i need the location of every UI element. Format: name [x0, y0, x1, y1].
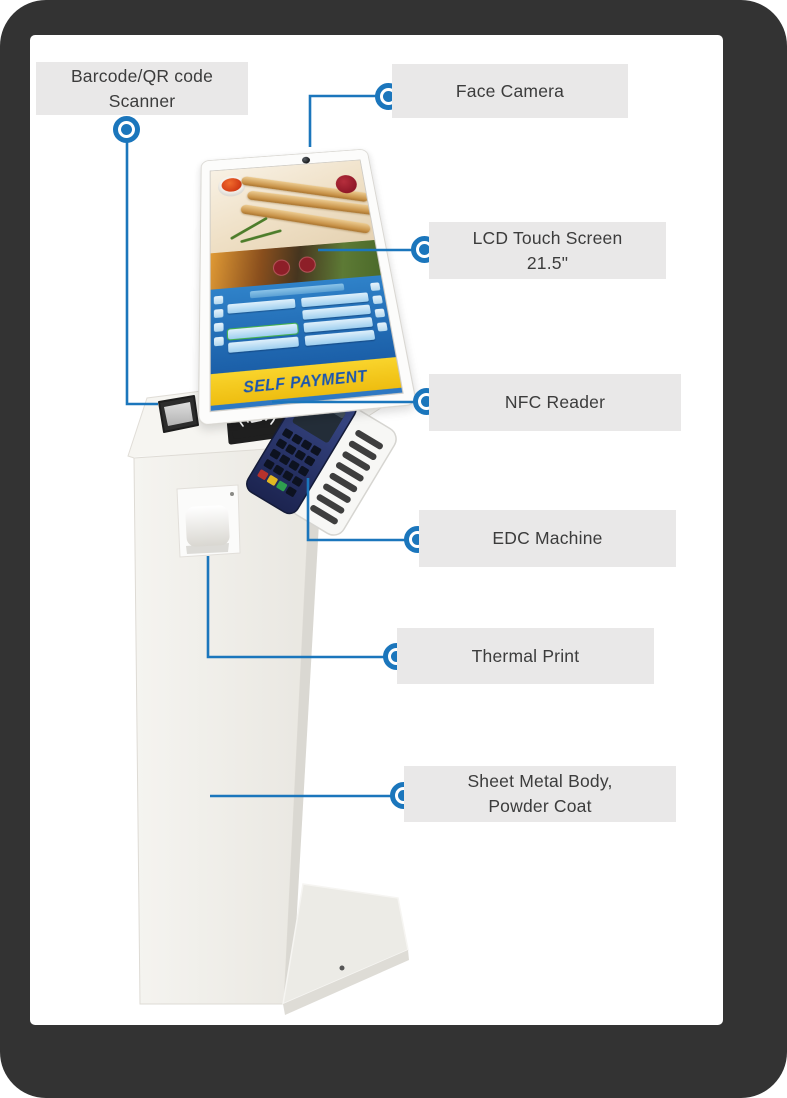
kiosk-pedestal-side: [284, 446, 323, 1004]
edc-enter-key: [276, 480, 288, 492]
label-line: 21.5": [526, 252, 569, 273]
callout-marker-barcode-scanner-icon: [113, 116, 140, 143]
connector-face-camera: [308, 94, 376, 147]
label-nfc-reader: NFC Reader: [429, 374, 681, 431]
barcode-scanner-glass: [164, 402, 193, 426]
label-line: EDC Machine: [492, 528, 603, 548]
label-barcode-scanner: Barcode/QR code Scanner: [36, 62, 248, 115]
label-line: Scanner: [108, 90, 176, 111]
label-sheet-metal-body: Sheet Metal Body, Powder Coat: [404, 766, 676, 822]
label-line: NFC Reader: [504, 392, 606, 412]
edc-clear-key: [266, 475, 278, 486]
edc-keypad: [257, 428, 322, 497]
label-line: LCD Touch Screen: [472, 227, 623, 248]
label-edc-machine: EDC Machine: [419, 510, 676, 567]
label-line: Powder Coat: [488, 796, 592, 816]
label-line: Face Camera: [455, 80, 565, 101]
edc-cancel-key: [257, 469, 269, 480]
label-lcd-touch-screen: LCD Touch Screen 21.5": [429, 222, 666, 279]
connector-barcode-scanner: [125, 142, 158, 406]
edc-bracket-vents: [310, 430, 383, 525]
thermal-printer: [176, 484, 241, 558]
base-screw: [339, 965, 345, 971]
connector-edc-machine: [306, 478, 405, 542]
label-line: Sheet Metal Body,: [467, 771, 613, 791]
label-face-camera: Face Camera: [392, 64, 628, 118]
connector-thermal-print: [206, 556, 384, 659]
label-line: Thermal Print: [471, 645, 580, 666]
printer-paper-roll: [185, 505, 230, 547]
label-thermal-print: Thermal Print: [397, 628, 654, 684]
kiosk-base-front: [283, 950, 409, 1015]
label-line: Barcode/QR code: [70, 65, 214, 86]
printer-led: [230, 492, 234, 496]
